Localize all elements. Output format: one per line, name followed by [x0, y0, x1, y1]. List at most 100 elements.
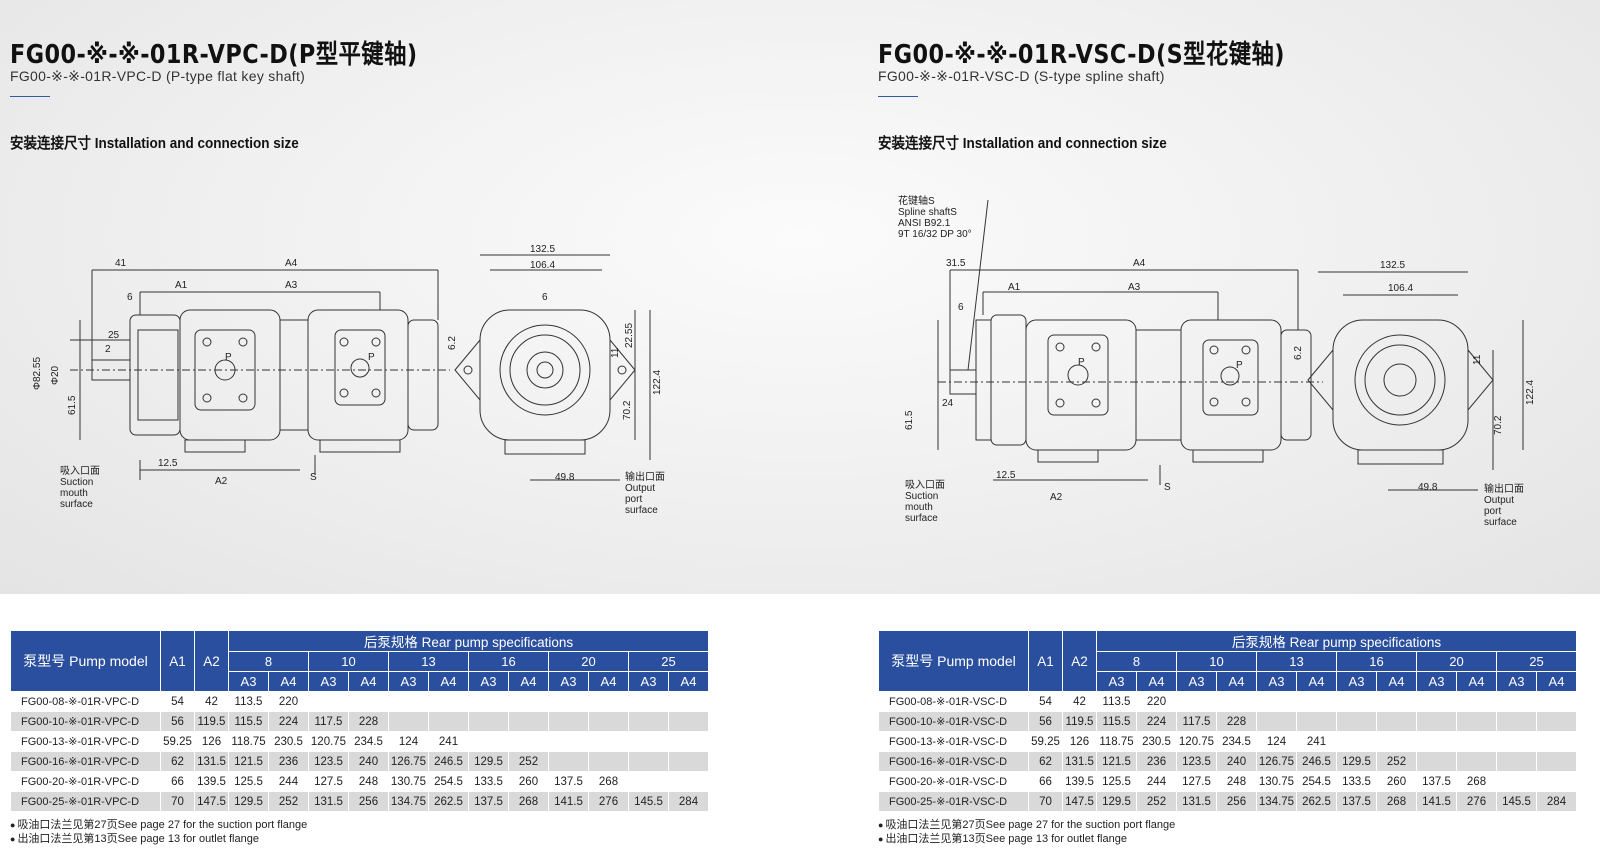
dim-61-5: 61.5 [67, 395, 78, 415]
dim-25: 25 [108, 330, 120, 341]
value-cell: 256 [348, 791, 389, 812]
header-pump-model: 泵型号 Pump model [878, 630, 1029, 692]
value-cell: 129.5 [228, 791, 269, 812]
header-size: 16 [468, 651, 549, 672]
value-cell: 117.5 [308, 711, 349, 732]
header-a4: A4 [348, 671, 389, 692]
dim-70-2: 70.2 [622, 400, 633, 420]
header-size: 20 [1416, 651, 1497, 672]
output-label-en1: Output [1484, 495, 1514, 506]
dim-132-5: 132.5 [1380, 260, 1405, 271]
value-cell: 119.5 [194, 711, 229, 732]
page-title: FG00-※-※-01R-VPC-D(P型平键轴) [10, 40, 418, 70]
value-cell: 284 [668, 791, 709, 812]
value-cell: 59.25 [160, 731, 195, 752]
value-cell: 131.5 [308, 791, 349, 812]
value-cell [1296, 691, 1337, 712]
dim-61-5: 61.5 [904, 410, 915, 430]
value-cell: 117.5 [1176, 711, 1217, 732]
value-cell: 124 [1256, 731, 1297, 752]
value-cell [628, 731, 669, 752]
value-cell: 42 [194, 691, 229, 712]
value-cell [1536, 771, 1577, 792]
output-label-cn: 输出口面 [625, 470, 665, 483]
header-a4: A4 [668, 671, 709, 692]
suction-label-en1: Suction [905, 491, 938, 502]
port-p-front: P [1078, 357, 1085, 368]
value-cell: 125.5 [228, 771, 269, 792]
value-cell [1416, 731, 1457, 752]
value-cell: 236 [1136, 751, 1177, 772]
value-cell: 126.75 [388, 751, 429, 772]
value-cell: 66 [1028, 771, 1063, 792]
value-cell: 220 [1136, 691, 1177, 712]
value-cell: 59.25 [1028, 731, 1063, 752]
port-p-rear: P [368, 352, 375, 363]
header-a3: A3 [1096, 671, 1137, 692]
header-size: 13 [1256, 651, 1337, 672]
header-a1: A1 [160, 630, 195, 692]
footnotes: 吸油口法兰见第27页See page 27 for the suction po… [878, 818, 1175, 846]
pump-model-cell: FG00-13-※-01R-VSC-D [878, 731, 1029, 752]
pump-model-cell: FG00-16-※-01R-VPC-D [10, 751, 161, 772]
technical-drawing-vpc: 41 A4 A1 A3 6 25 2 Φ82.55 Φ20 61.5 12.5 … [10, 180, 770, 540]
value-cell: 121.5 [228, 751, 269, 772]
header-a4: A4 [1136, 671, 1177, 692]
value-cell [1376, 711, 1417, 732]
dim-11: 11 [610, 347, 621, 358]
spec-table-vsc: 泵型号 Pump model A1 A2 后泵规格 Rear pump spec… [878, 630, 1577, 812]
value-cell [1376, 691, 1417, 712]
value-cell [628, 751, 669, 772]
section-heading: 安装连接尺寸 Installation and connection size [10, 135, 299, 152]
value-cell [1456, 691, 1497, 712]
dim-s: S [310, 472, 317, 483]
value-cell [588, 751, 629, 772]
value-cell: 118.75 [228, 731, 269, 752]
dim-12-5: 12.5 [996, 470, 1016, 481]
value-cell [1456, 731, 1497, 752]
value-cell [548, 731, 589, 752]
value-cell [668, 691, 709, 712]
dim-41: 41 [115, 258, 127, 269]
value-cell: 252 [508, 751, 549, 772]
value-cell [1416, 751, 1457, 772]
value-cell: 224 [1136, 711, 1177, 732]
dim-a3: A3 [285, 280, 298, 291]
pump-model-cell: FG00-08-※-01R-VPC-D [10, 691, 161, 712]
header-a4: A4 [1536, 671, 1577, 692]
header-a3: A3 [388, 671, 429, 692]
value-cell: 127.5 [1176, 771, 1217, 792]
pump-model-cell: FG00-25-※-01R-VPC-D [10, 791, 161, 812]
header-a2: A2 [1062, 630, 1097, 692]
header-a4: A4 [1216, 671, 1257, 692]
page-title: FG00-※-※-01R-VSC-D(S型花键轴) [878, 40, 1285, 70]
value-cell [1336, 691, 1377, 712]
value-cell [388, 711, 429, 732]
value-cell: 123.5 [1176, 751, 1217, 772]
value-cell [468, 691, 509, 712]
header-a3: A3 [1256, 671, 1297, 692]
dim-22-55: 22.55 [624, 323, 635, 348]
value-cell: 228 [348, 711, 389, 732]
value-cell: 115.5 [1096, 711, 1137, 732]
value-cell: 147.5 [1062, 791, 1097, 812]
value-cell [308, 691, 349, 712]
dim-24: 24 [942, 398, 954, 409]
dim-132-5: 132.5 [530, 244, 555, 255]
value-cell: 124 [388, 731, 429, 752]
header-size: 8 [228, 651, 309, 672]
header-a4: A4 [428, 671, 469, 692]
value-cell: 126 [1062, 731, 1097, 752]
dim-6: 6 [127, 292, 133, 303]
port-p-rear: P [1236, 360, 1243, 371]
value-cell: 123.5 [308, 751, 349, 772]
dim-122-4: 122.4 [1525, 380, 1536, 405]
value-cell: 130.75 [1256, 771, 1297, 792]
dim-31-5: 31.5 [946, 258, 966, 269]
